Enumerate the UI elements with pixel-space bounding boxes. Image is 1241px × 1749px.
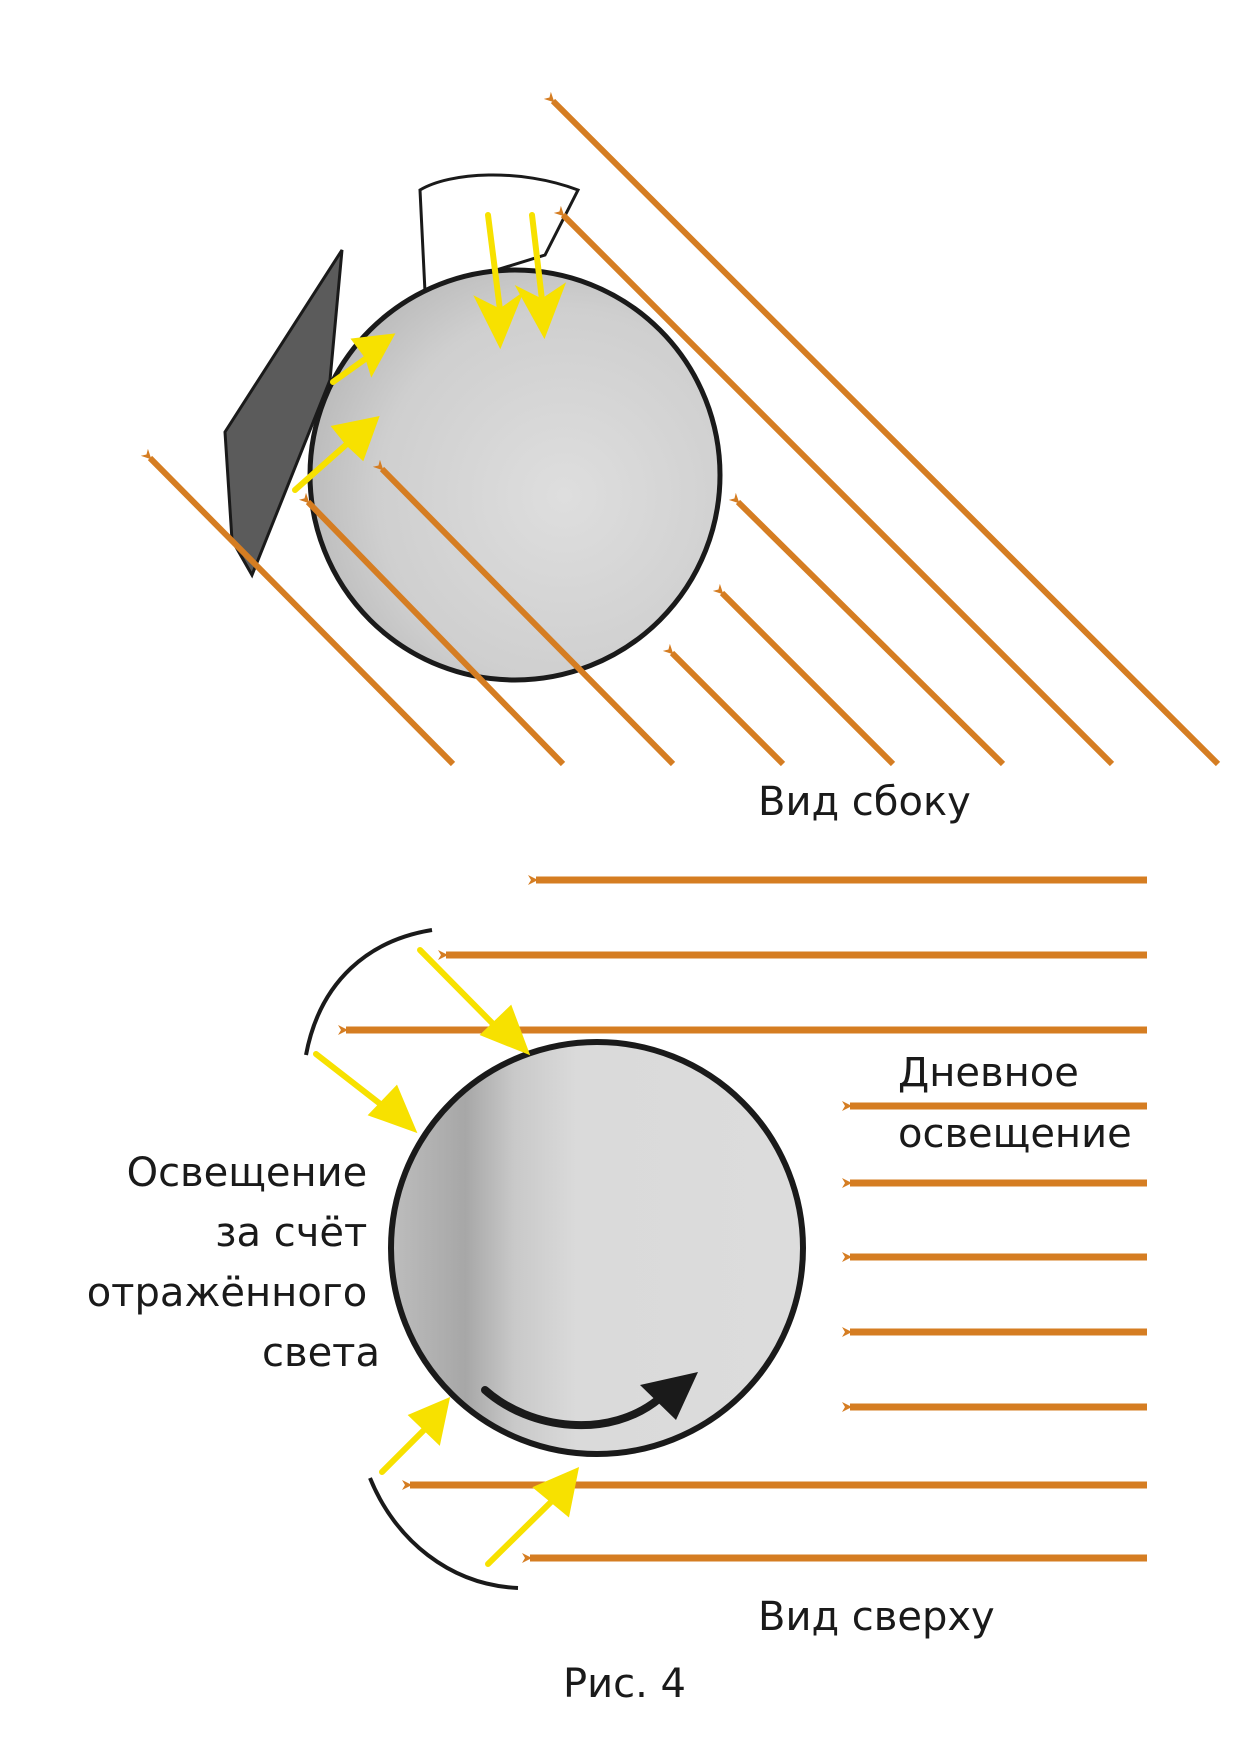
sun-rays-side [140,91,1221,767]
sphere-side [307,267,723,683]
reflected-rays-top [313,947,580,1567]
sun-ray [140,448,456,767]
sun-ray [553,205,1115,767]
reflected-rays-side [292,212,567,493]
sun-ray [662,643,786,767]
sun-ray [298,492,566,767]
mirror-reflector [418,173,581,295]
mirror-top [304,928,433,1056]
sun-ray [728,492,1006,767]
top-view: Дневное освещение Освещение за счёт отра… [87,875,1147,1640]
daylight-rays [338,875,1147,1563]
top-view-label: Вид сверху [758,1594,995,1640]
daylight-label: Дневное освещение [898,1050,1132,1157]
sun-ray [543,91,1221,767]
side-view: Вид сбоку [140,91,1221,825]
mirror-bottom [368,1477,519,1590]
side-view-label: Вид сбоку [758,779,971,825]
sphere-top [388,1039,806,1457]
figure-caption: Рис. 4 [563,1661,686,1707]
sun-ray [712,583,896,767]
sun-ray [372,459,676,767]
reflected-light-label: Освещение за счёт отражённого света [87,1150,380,1376]
dark-panel [223,249,344,579]
curved-arrow-icon [481,1372,698,1430]
